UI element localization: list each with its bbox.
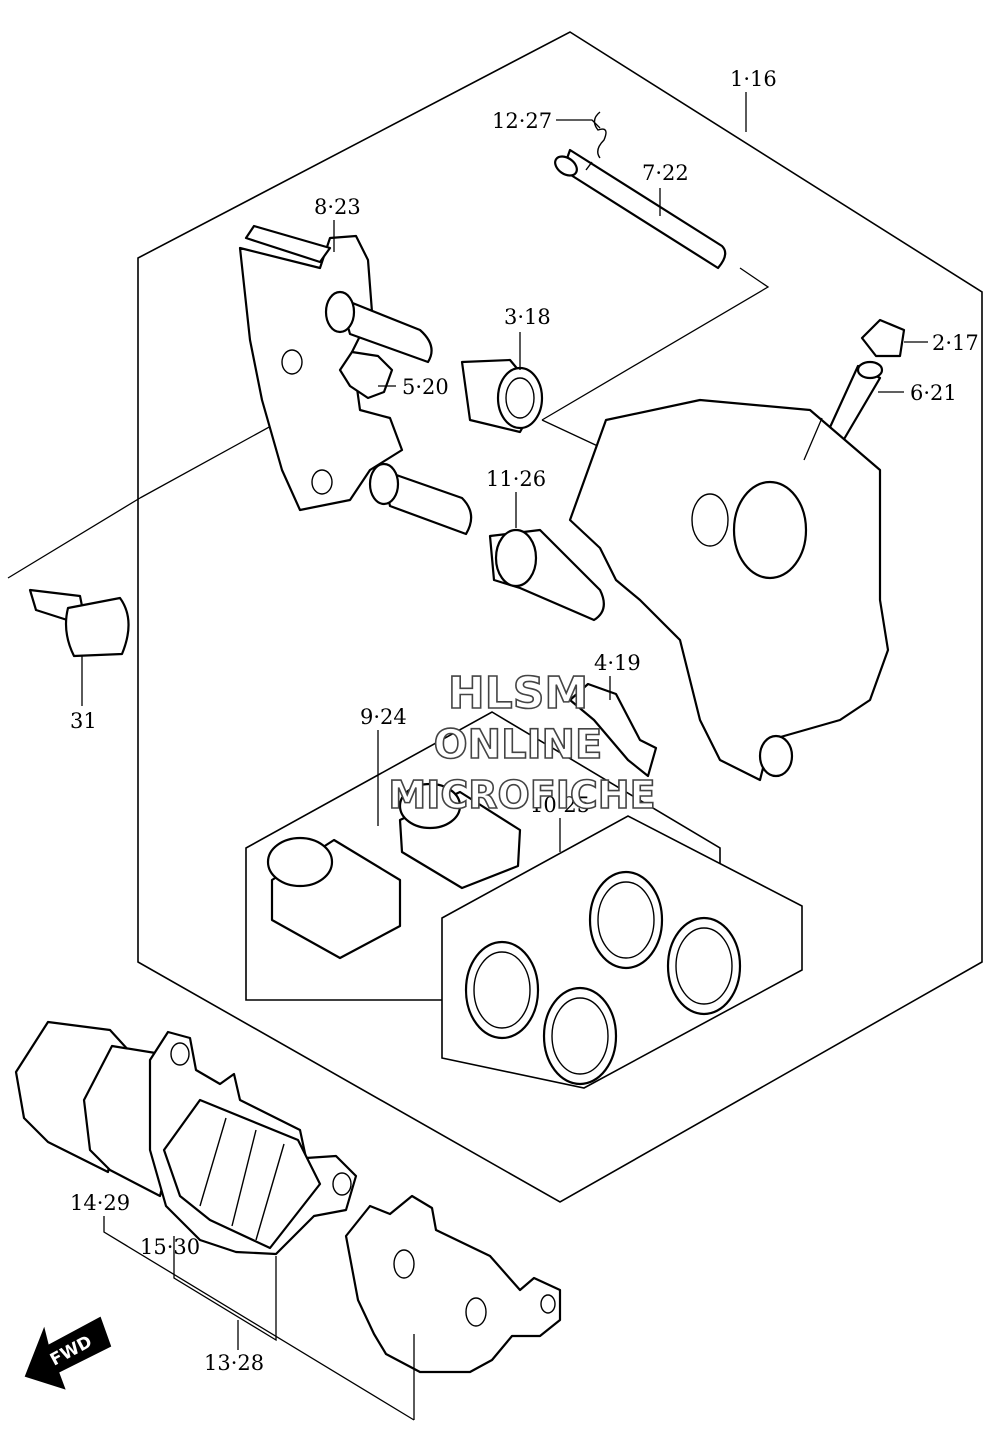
caliper-pin [554, 148, 727, 270]
watermark-line-1: HLSM [448, 668, 588, 719]
label-9-24: 9·24 [360, 705, 407, 729]
pad-group-leader [103, 1216, 415, 1421]
label-14-29: 14·29 [70, 1191, 130, 1215]
brake-pad-front [148, 1030, 358, 1256]
pin-clip [593, 111, 607, 159]
bracket-leader [541, 419, 603, 449]
pin-boot-upper [460, 358, 544, 434]
label-6-21: 6·21 [910, 381, 957, 405]
label-2-17: 2·17 [932, 331, 979, 355]
bleeder-cap [860, 318, 906, 358]
caliper-body [568, 398, 890, 782]
bolt-leader [7, 497, 141, 579]
watermark-line-2: ONLINE [434, 722, 603, 768]
label-13-28: 13·28 [204, 1351, 264, 1375]
label-11-26: 11·26 [486, 467, 546, 491]
label-10-25: 10·25 [530, 793, 590, 817]
piston-small [398, 782, 522, 890]
label-12-27: 12·27 [492, 109, 552, 133]
caliper-assembly-outline [137, 31, 983, 1203]
label-1-16: 1·16 [730, 67, 777, 91]
pad-retainer [568, 682, 658, 778]
brake-pad-rear [344, 1194, 562, 1374]
label-5-20: 5·20 [402, 375, 449, 399]
piston-seals [464, 870, 742, 1086]
label-4-19: 4·19 [594, 651, 641, 675]
piston-large [266, 836, 402, 960]
pin-boot-lower [488, 528, 605, 622]
label-3-18: 3·18 [504, 305, 551, 329]
label-8-23: 8·23 [314, 195, 361, 219]
watermark-line-3: MICROFICHE [388, 773, 655, 817]
bleeder-valve [824, 360, 884, 448]
label-31: 31 [70, 709, 97, 733]
caliper-bracket [238, 224, 473, 536]
watermark: HLSM ONLINE MICROFICHE [388, 667, 657, 818]
fwd-arrow-icon: FWD [24, 1316, 112, 1390]
label-15-30: 15·30 [140, 1235, 200, 1259]
label-7-22: 7·22 [642, 161, 689, 185]
mounting-bolt [28, 588, 130, 658]
